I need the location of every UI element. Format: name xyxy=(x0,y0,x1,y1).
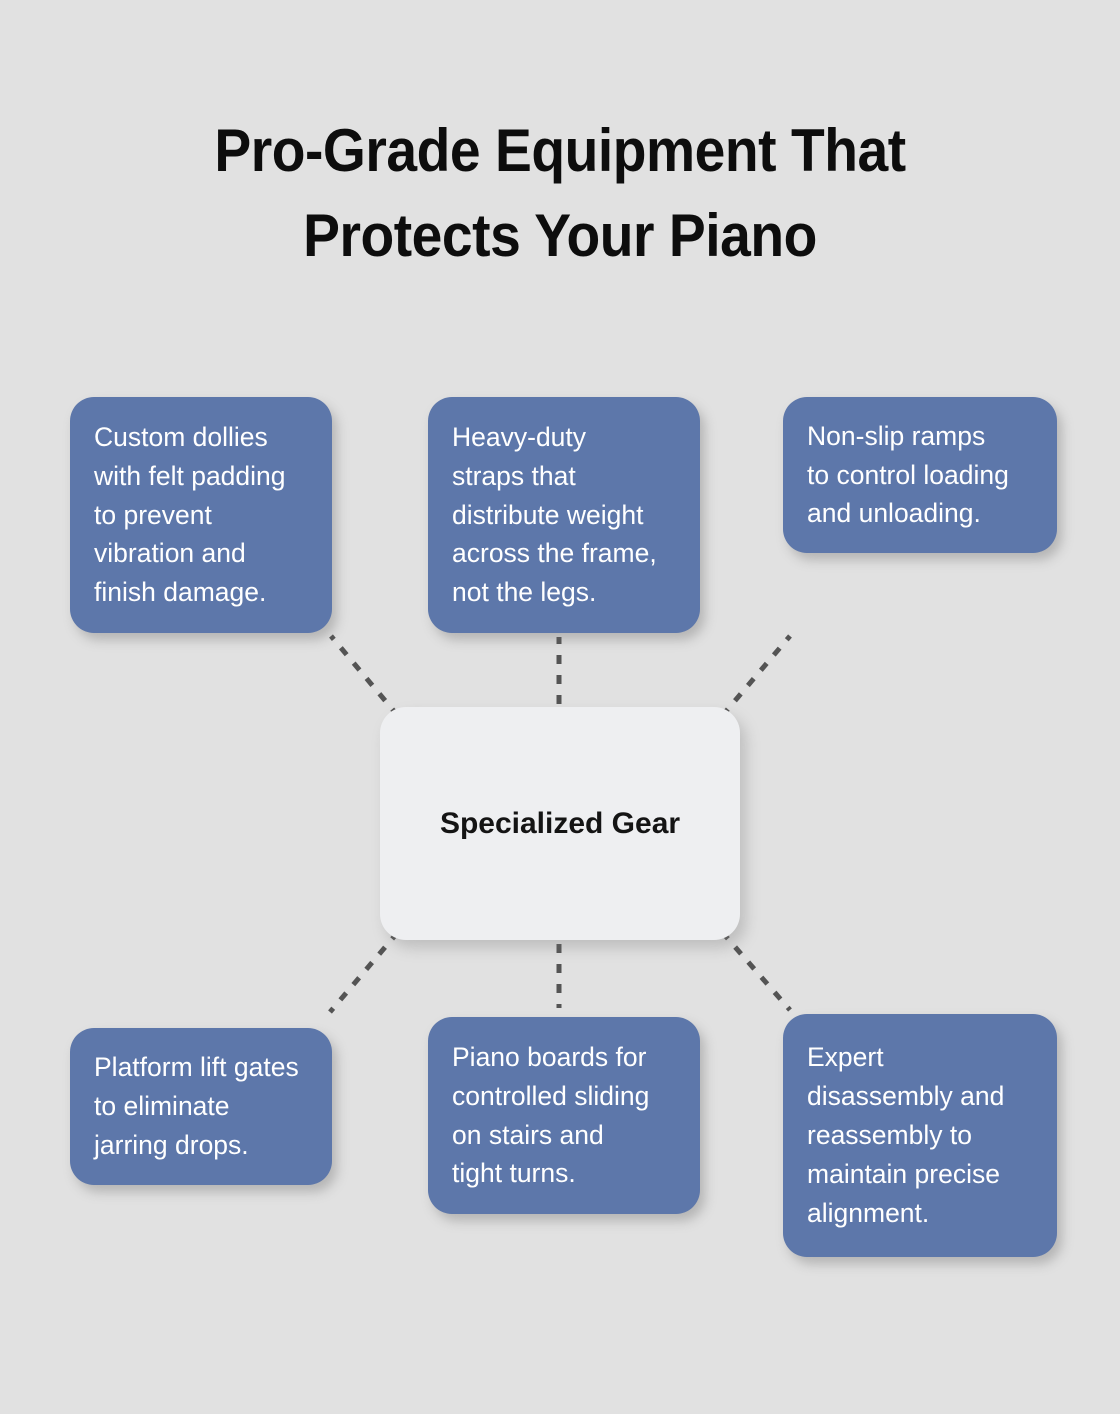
connector-center-to-node-5 xyxy=(720,930,792,1012)
node-label: Platform lift gates to eliminate jarring… xyxy=(94,1052,299,1160)
page-title: Pro-Grade Equipment That Protects Your P… xyxy=(214,117,906,270)
node-box-bottom-left[interactable]: Platform lift gates to eliminate jarring… xyxy=(70,1028,332,1185)
node-label: Piano boards for controlled sliding on s… xyxy=(452,1041,650,1189)
connector-center-to-node-0 xyxy=(329,634,400,718)
node-box-bottom-right[interactable]: Expert disassembly and reassembly to mai… xyxy=(783,1014,1057,1257)
node-box-top-left[interactable]: Custom dollies with felt padding to prev… xyxy=(70,397,332,633)
node-box-top-right[interactable]: Non-slip ramps to control loading and un… xyxy=(783,397,1057,553)
center-node-box[interactable]: Specialized Gear xyxy=(380,707,740,940)
node-label: Custom dollies with felt padding to prev… xyxy=(94,421,286,608)
node-label: Expert disassembly and reassembly to mai… xyxy=(807,1042,1005,1228)
center-node-label: Specialized Gear xyxy=(439,806,681,840)
node-label: Non-slip ramps to control loading and un… xyxy=(807,420,1009,529)
node-box-bottom-center[interactable]: Piano boards for controlled sliding on s… xyxy=(428,1017,700,1214)
connector-center-to-node-3 xyxy=(328,930,400,1014)
node-box-top-center[interactable]: Heavy-duty straps that distribute weight… xyxy=(428,397,700,633)
node-label: Heavy-duty straps that distribute weight… xyxy=(452,421,657,608)
connector-center-to-node-2 xyxy=(720,634,792,718)
